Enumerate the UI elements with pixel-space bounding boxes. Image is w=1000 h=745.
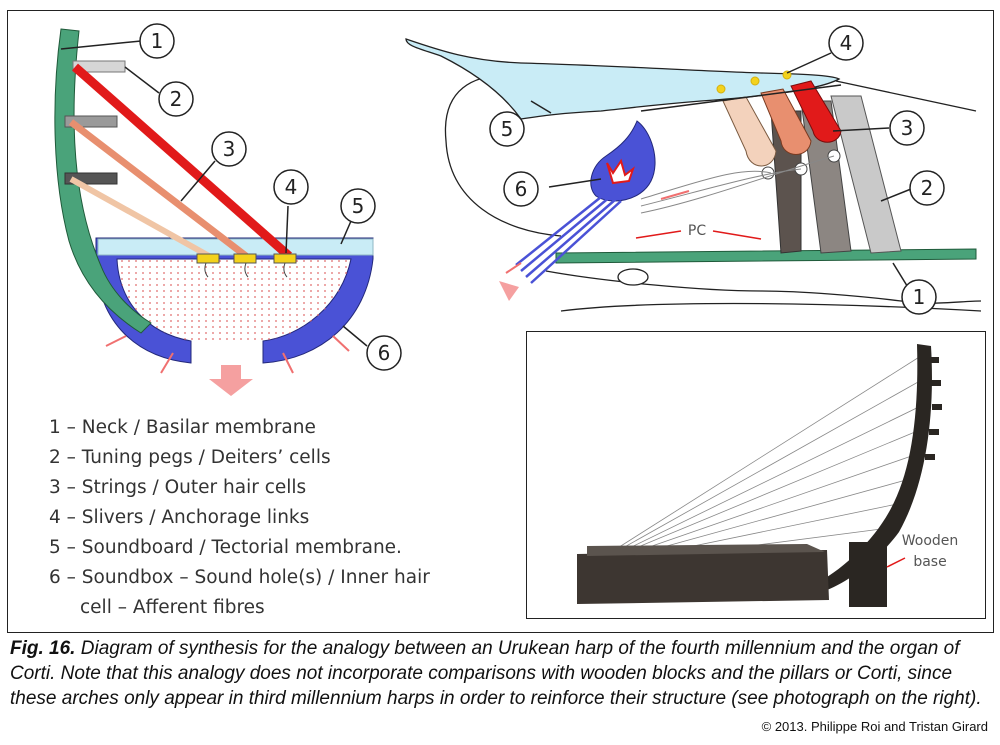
left-label-2: 2	[170, 87, 183, 111]
sound-hole-arrow	[209, 365, 253, 396]
sound-arrows	[105, 335, 350, 374]
afferent-fibres	[515, 192, 622, 284]
string-1	[72, 63, 292, 260]
left-label-1: 1	[151, 29, 164, 53]
legend-item-1: 1 – Neck / Basilar membrane	[49, 417, 316, 438]
wooden-base-label-1: Wooden	[902, 533, 959, 549]
legend: 1 – Neck / Basilar membrane 2 – Tuning p…	[49, 413, 430, 623]
left-label-3: 3	[223, 137, 236, 161]
right-label-4: 4	[840, 31, 853, 55]
inner-hair-cell	[590, 120, 656, 202]
left-label-6: 6	[378, 341, 391, 365]
wooden-base	[849, 542, 887, 607]
harp-neck	[819, 344, 932, 590]
string-2	[68, 119, 249, 259]
right-label-6: 6	[515, 177, 528, 201]
legend-item-5: 5 – Soundboard / Tectorial membrane.	[49, 537, 402, 558]
copyright: © 2013. Philippe Roi and Tristan Girard	[761, 719, 988, 734]
caption-text: Diagram of synthesis for the analogy bet…	[10, 638, 982, 709]
outer-hair-cell-2	[760, 88, 812, 155]
left-label-5: 5	[352, 194, 365, 218]
legend-item-6-cont: cell – Afferent fibres	[80, 597, 265, 618]
tuning-peg-3	[64, 172, 118, 185]
sliver-1	[196, 253, 220, 264]
harp-photo-drawing: Wooden base	[577, 344, 959, 607]
soundbox-interior	[117, 259, 351, 341]
legend-item-2: 2 – Tuning pegs / Deiters’ cells	[49, 447, 331, 468]
sliver-3	[273, 253, 297, 264]
right-label-5: 5	[501, 117, 514, 141]
string-3	[69, 176, 211, 259]
figure-frame: 1 2 3 4 5 6	[7, 10, 994, 633]
right-label-2: 2	[921, 176, 934, 200]
tuning-peg-1	[72, 60, 126, 73]
figure-caption: Fig. 16. Diagram of synthesis for the an…	[10, 636, 995, 711]
basilar-membrane	[555, 248, 977, 264]
harp-organ-diagram: 1 2 3 4 5 6	[54, 23, 982, 396]
legend-item-4: 4 – Slivers / Anchorage links	[49, 507, 310, 528]
legend-item-3: 3 – Strings / Outer hair cells	[49, 477, 307, 498]
sliver-2	[233, 253, 257, 264]
harp-body	[577, 550, 829, 604]
right-label-1: 1	[913, 285, 926, 309]
harp-photo: Wooden base	[526, 331, 986, 619]
pillar-2	[830, 95, 902, 254]
left-harp-diagram: 1 2 3 4 5 6	[54, 23, 402, 396]
corti-diagram: PC 5 6 4 3 2 1	[405, 25, 982, 315]
legend-item-6: 6 – Soundbox – Sound hole(s) / Inner hai…	[49, 567, 430, 588]
neck	[54, 28, 152, 334]
figure-number: Fig. 16.	[10, 638, 76, 659]
wooden-base-label-2: base	[913, 554, 946, 570]
left-label-4: 4	[285, 175, 298, 199]
outer-hair-cell-3	[722, 96, 777, 167]
right-label-3: 3	[901, 116, 914, 140]
tuning-peg-2	[64, 115, 118, 128]
pc-label: PC	[688, 223, 706, 239]
